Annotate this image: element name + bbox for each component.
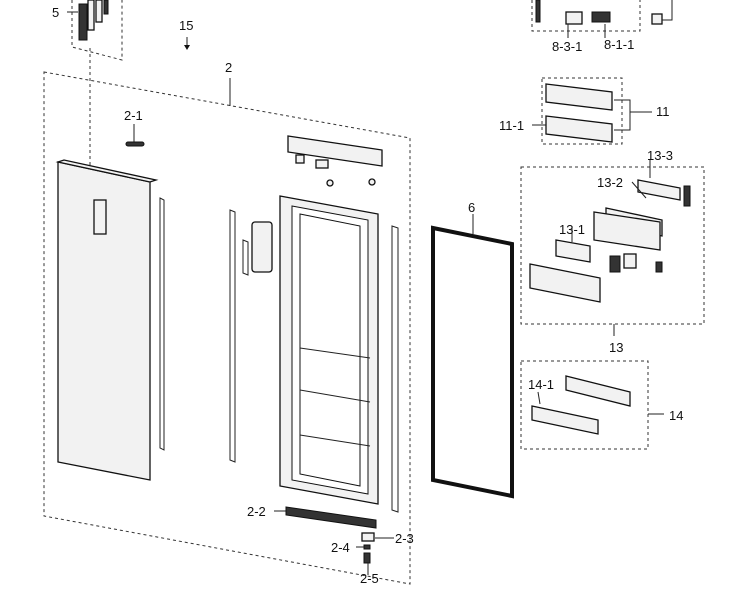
- callout-13: 13: [609, 340, 624, 355]
- door-handle-bracket: [251, 221, 273, 273]
- callout-13-2: 13-2: [597, 175, 624, 190]
- left-edge-strip: [159, 197, 165, 451]
- hinge-strip: [242, 239, 249, 276]
- part-13-assembly: [520, 160, 705, 336]
- callout-11-1: 11-1: [499, 118, 525, 133]
- part-11-bins: [532, 77, 652, 145]
- callout-2-5: 2-5: [360, 571, 379, 586]
- callout-2-1: 2-1: [124, 108, 143, 123]
- callout-13-1: 13-1: [559, 222, 586, 237]
- callout-8-1-1: 8-1-1: [604, 37, 635, 52]
- callout-2-4: 2-4: [331, 540, 350, 555]
- callout-2-3: 2-3: [395, 531, 414, 546]
- right-edge-strip: [391, 225, 399, 513]
- callout-13-3: 13-3: [647, 148, 674, 163]
- door-assembly-boundary: [43, 71, 411, 585]
- callout-11: 11: [656, 104, 670, 119]
- outer-door-panel: [55, 159, 159, 481]
- door-gasket: [431, 214, 514, 499]
- part-14-bin: [520, 360, 664, 450]
- callout-2-2: 2-2: [247, 504, 266, 519]
- callout-15: 15: [179, 18, 194, 33]
- callout-14-1: 14-1: [528, 377, 555, 392]
- callout-8-3-1: 8-3-1: [552, 39, 583, 54]
- inner-door-liner: [279, 195, 379, 505]
- part-15-arrow: [184, 37, 190, 50]
- callout-5: 5: [52, 5, 60, 20]
- callout-2: 2: [225, 60, 233, 75]
- part-2-1-handle: [125, 124, 145, 147]
- mid-edge-strip: [229, 209, 236, 463]
- part-2-2-bottom-cap: [274, 506, 377, 529]
- bottom-hinge-parts: [356, 532, 394, 575]
- part-8-group: [531, 0, 673, 38]
- door-top-cap: [287, 135, 383, 187]
- callout-14: 14: [669, 408, 684, 423]
- callout-6: 6: [468, 200, 476, 215]
